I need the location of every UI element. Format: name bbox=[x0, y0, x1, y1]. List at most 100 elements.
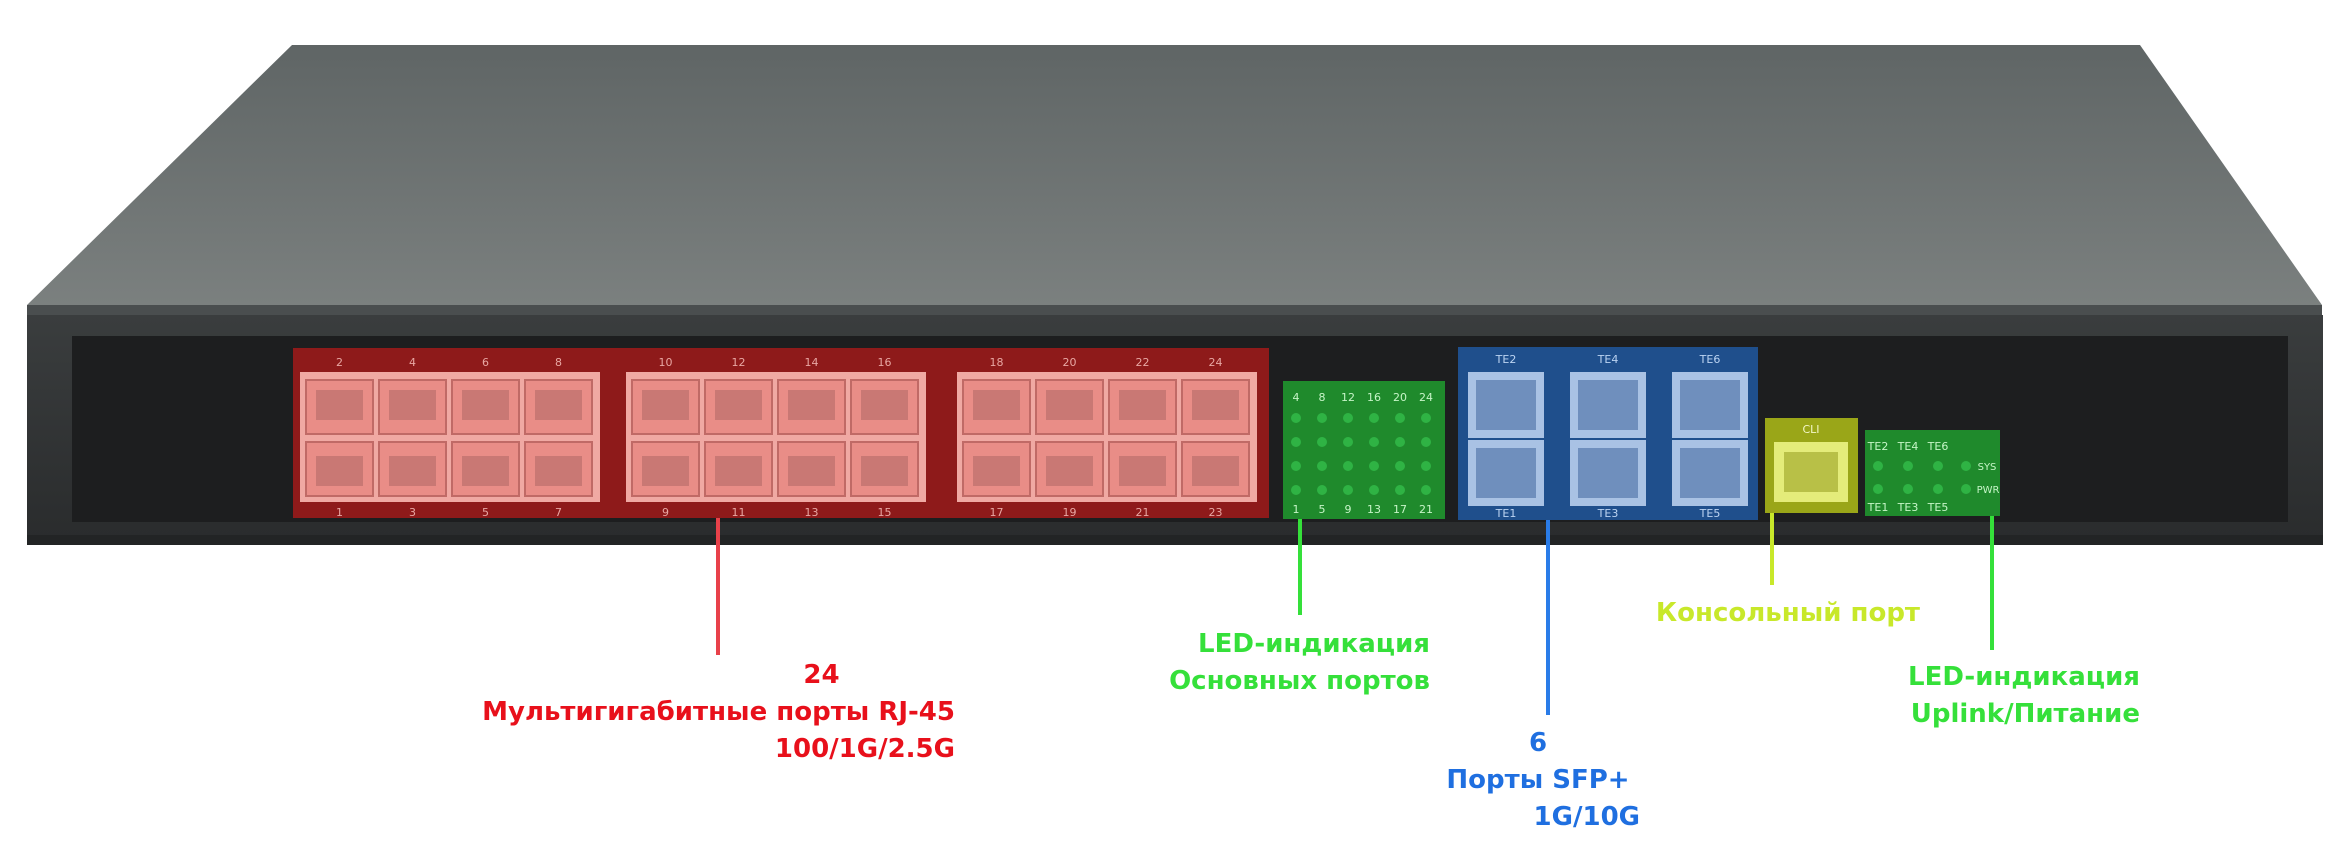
led-indicator bbox=[1291, 437, 1301, 447]
sfp-port-slot bbox=[1578, 448, 1638, 498]
uplink-led bbox=[1903, 461, 1913, 471]
led-indicator bbox=[1291, 413, 1301, 423]
led-indicator bbox=[1343, 437, 1353, 447]
led-main-top-number: 12 bbox=[1341, 391, 1355, 404]
sfp-title: Порты SFP+ bbox=[1446, 765, 1630, 795]
led-indicator bbox=[1369, 413, 1379, 423]
rj45-top-number: 24 bbox=[1209, 356, 1223, 369]
led-indicator bbox=[1395, 461, 1405, 471]
rj45-port-socket bbox=[1192, 390, 1239, 420]
rj45-top-number: 4 bbox=[409, 356, 416, 369]
rj45-bottom-number: 19 bbox=[1063, 506, 1077, 519]
led-uplink-callout: LED-индикация Uplink/Питание bbox=[1840, 659, 2140, 733]
led-indicator bbox=[1317, 485, 1327, 495]
rj45-port-socket bbox=[1119, 390, 1166, 420]
led-indicator bbox=[1395, 413, 1405, 423]
cli-label: CLI bbox=[1802, 423, 1819, 436]
rj45-port-socket bbox=[642, 456, 689, 486]
sfp-bottom-label: TE1 bbox=[1495, 507, 1517, 520]
led-main-callout: LED-индикация Основных портов bbox=[1080, 626, 1430, 700]
sfp-port-slot bbox=[1680, 380, 1740, 430]
rj45-port-socket bbox=[715, 390, 762, 420]
rj45-title: Мультигигабитные порты RJ-45 bbox=[482, 697, 955, 727]
uplink-led bbox=[1933, 461, 1943, 471]
led-main-line1: LED-индикация bbox=[1198, 629, 1430, 659]
rj45-top-number: 6 bbox=[482, 356, 489, 369]
uplink-top-label: TE2 bbox=[1867, 440, 1889, 453]
rj45-top-number: 20 bbox=[1063, 356, 1077, 369]
switch-top-edge bbox=[27, 305, 2322, 318]
rj45-port-socket bbox=[642, 390, 689, 420]
uplink-led bbox=[1933, 484, 1943, 494]
sfp-port-slot bbox=[1476, 380, 1536, 430]
rj45-top-number: 8 bbox=[555, 356, 562, 369]
led-indicator bbox=[1395, 485, 1405, 495]
uplink-led bbox=[1903, 484, 1913, 494]
sfp-port-slot bbox=[1476, 448, 1536, 498]
rj45-port-socket bbox=[1119, 456, 1166, 486]
led-indicator bbox=[1317, 437, 1327, 447]
led-main-bottom-number: 13 bbox=[1367, 503, 1381, 516]
led-indicator bbox=[1291, 461, 1301, 471]
led-main-line2: Основных портов bbox=[1169, 666, 1430, 696]
led-main-top-number: 20 bbox=[1393, 391, 1407, 404]
rj45-port-socket bbox=[861, 390, 908, 420]
rj45-port-socket bbox=[535, 390, 582, 420]
rj45-bottom-number: 11 bbox=[732, 506, 746, 519]
rj45-port-socket bbox=[316, 390, 363, 420]
sfp-bottom-label: TE5 bbox=[1699, 507, 1721, 520]
led-main-bottom-number: 5 bbox=[1319, 503, 1326, 516]
led-indicator bbox=[1369, 485, 1379, 495]
rj45-bottom-number: 9 bbox=[662, 506, 669, 519]
rj45-port-socket bbox=[973, 456, 1020, 486]
led-main-top-number: 16 bbox=[1367, 391, 1381, 404]
rj45-port-socket bbox=[389, 456, 436, 486]
led-uplink-line2: Uplink/Питание bbox=[1910, 699, 2140, 729]
uplink-top-label: TE4 bbox=[1897, 440, 1919, 453]
rj45-port-socket bbox=[861, 456, 908, 486]
led-main-bottom-number: 21 bbox=[1419, 503, 1433, 516]
rj45-top-number: 16 bbox=[878, 356, 892, 369]
rj45-top-number: 10 bbox=[659, 356, 673, 369]
rj45-port-socket bbox=[1192, 456, 1239, 486]
console-title: Консольный порт bbox=[1655, 598, 1920, 628]
sys-led bbox=[1961, 461, 1971, 471]
rj45-port-socket bbox=[462, 390, 509, 420]
uplink-bottom-label: TE5 bbox=[1927, 501, 1949, 514]
rj45-bottom-number: 7 bbox=[555, 506, 562, 519]
sfp-top-label: TE6 bbox=[1699, 353, 1721, 366]
rj45-bottom-number: 1 bbox=[336, 506, 343, 519]
rj45-top-number: 18 bbox=[990, 356, 1004, 369]
led-uplink-overlay bbox=[1865, 430, 2000, 516]
uplink-led bbox=[1873, 484, 1883, 494]
led-main-overlay bbox=[1283, 381, 1445, 519]
rj45-port-socket bbox=[1046, 390, 1093, 420]
rj45-port-socket bbox=[715, 456, 762, 486]
sfp-top-label: TE2 bbox=[1495, 353, 1517, 366]
sfp-top-label: TE4 bbox=[1597, 353, 1619, 366]
led-main-top-number: 4 bbox=[1293, 391, 1300, 404]
rj45-bottom-number: 23 bbox=[1209, 506, 1223, 519]
led-main-top-number: 24 bbox=[1419, 391, 1433, 404]
pwr-led bbox=[1961, 484, 1971, 494]
led-indicator bbox=[1421, 461, 1431, 471]
led-indicator bbox=[1421, 413, 1431, 423]
rj45-speed: 100/1G/2.5G bbox=[774, 734, 955, 764]
sfp-port-slot bbox=[1578, 380, 1638, 430]
led-indicator bbox=[1421, 437, 1431, 447]
sfp-count: 6 bbox=[1528, 728, 1548, 758]
sys-label: SYS bbox=[1978, 462, 1997, 473]
led-uplink-line1: LED-индикация bbox=[1908, 662, 2140, 692]
console-port-group: CLI bbox=[1774, 423, 1848, 502]
switch-bottom-edge bbox=[27, 535, 2323, 545]
rj45-port-socket bbox=[389, 390, 436, 420]
rj45-callout: 24 Мультигигабитные порты RJ-45 100/1G/2… bbox=[440, 657, 955, 768]
console-callout: Консольный порт bbox=[1600, 595, 1920, 632]
pwr-label: PWR bbox=[1977, 485, 2000, 496]
led-indicator bbox=[1317, 413, 1327, 423]
rj45-top-number: 22 bbox=[1136, 356, 1150, 369]
